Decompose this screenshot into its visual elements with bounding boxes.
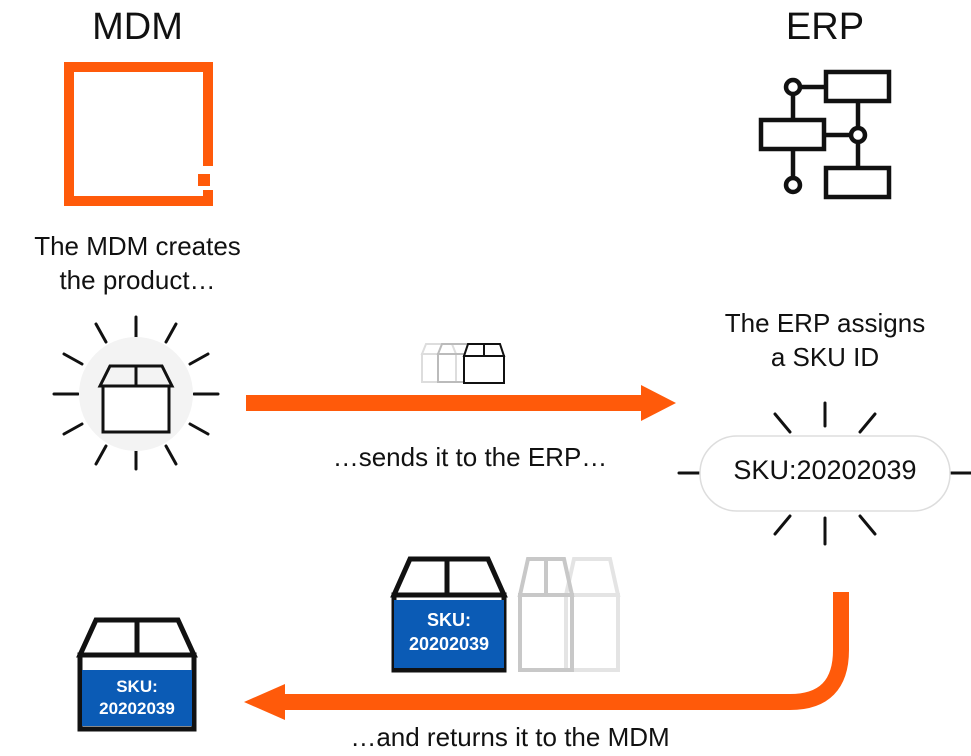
erp-title: ERP bbox=[785, 6, 865, 48]
erp-caption-line2: a SKU ID bbox=[770, 341, 880, 372]
product-box-icon bbox=[52, 315, 220, 471]
returned-sku-line1: SKU: bbox=[427, 610, 471, 630]
mdm-caption-line2: the product… bbox=[59, 264, 216, 295]
send-label: …sends it to the ERP… bbox=[332, 442, 608, 472]
final-sku-line1: SKU: bbox=[116, 677, 158, 696]
mdm-caption: The MDM creates the product… bbox=[0, 230, 275, 298]
erp-caption-line1: The ERP assigns bbox=[724, 308, 926, 338]
return-label: …and returns it to the MDM bbox=[350, 722, 670, 752]
final-sku-line2: 20202039 bbox=[99, 699, 175, 718]
erp-caption: The ERP assigns a SKU ID bbox=[690, 307, 960, 375]
return-arrow bbox=[244, 592, 849, 720]
mdm-title: MDM bbox=[92, 6, 183, 48]
returned-sku-label: SKU: 20202039 bbox=[394, 600, 504, 668]
final-sku-label: SKU: 20202039 bbox=[82, 670, 192, 726]
returned-sku-line2: 20202039 bbox=[408, 634, 490, 654]
erp-flowchart-icon bbox=[758, 69, 892, 200]
mdm-caption-line1: The MDM creates bbox=[34, 231, 241, 261]
moving-box-icon bbox=[420, 343, 506, 384]
sku-burst-icon bbox=[677, 401, 971, 546]
send-arrow bbox=[246, 385, 676, 421]
mdm-logo-icon bbox=[64, 62, 213, 206]
sku-tag-text: SKU:20202039 bbox=[733, 455, 917, 485]
